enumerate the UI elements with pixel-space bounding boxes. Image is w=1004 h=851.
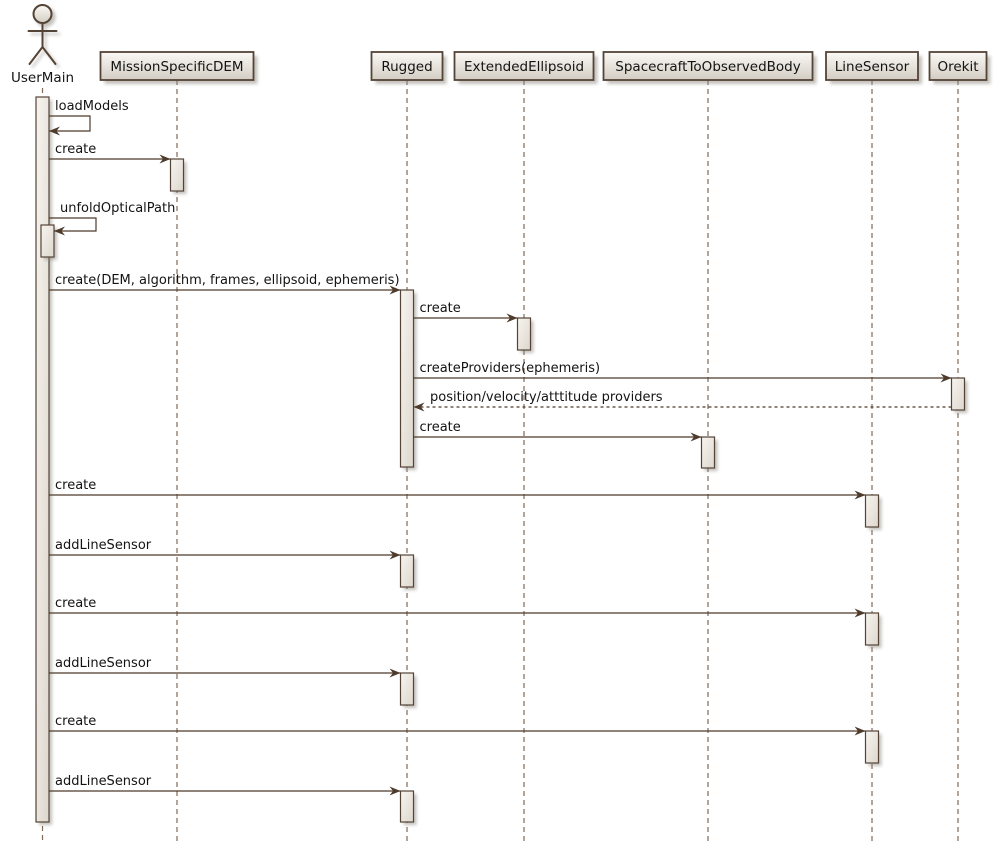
message-label: addLineSensor — [55, 538, 152, 553]
activation-bar-rugged — [399, 790, 415, 823]
activation-bar-linesensor — [864, 494, 880, 528]
activation-bar-orekit — [950, 377, 966, 411]
message-label: addLineSensor — [55, 656, 152, 671]
message-label: addLineSensor — [55, 774, 152, 789]
activation-bar-linesensor — [864, 730, 880, 764]
participant-box-linesensor — [825, 51, 919, 81]
arrowhead-icon — [389, 550, 401, 560]
participant-box-rugged — [370, 51, 444, 81]
message-label: create — [55, 142, 96, 157]
actor-body-icon — [27, 22, 58, 65]
actor-body-icon — [30, 25, 61, 68]
message-label: loadModels — [55, 99, 129, 114]
message-label: create — [55, 478, 96, 493]
message-solid: addLineSensor — [49, 538, 401, 560]
activations-layer — [35, 96, 968, 825]
arrowhead-icon — [389, 285, 401, 295]
lifelines-layer — [41, 80, 959, 842]
messages-layer: loadModels create unfoldOpticalPath create(… — [49, 99, 952, 796]
activation-bar-rugged — [399, 289, 415, 468]
arrowhead-icon — [389, 786, 401, 796]
message-solid: create(DEM, algorithm, frames, ellipsoid… — [49, 273, 401, 295]
message-solid: create — [413, 420, 702, 442]
message-label: create(DEM, algorithm, frames, ellipsoid… — [55, 273, 400, 288]
arrowhead-icon — [854, 608, 866, 618]
participant-label: Rugged — [381, 59, 432, 75]
message-label: createProviders(ephemeris) — [420, 361, 601, 376]
message-label: position/velocity/atttitude providers — [430, 390, 663, 405]
message-label: create — [420, 420, 461, 435]
arrowhead-icon — [159, 154, 171, 164]
message-label: unfoldOpticalPath — [60, 201, 175, 216]
actor-usermain: UserMain — [11, 4, 74, 86]
arrowhead-icon — [506, 313, 518, 323]
arrowhead-icon — [854, 490, 866, 500]
arrowhead-icon — [690, 432, 702, 442]
activation-bar-spacecrafttoobservedbody — [700, 436, 716, 469]
activation-bar-missionspecificdem — [169, 158, 185, 192]
message-solid: create — [49, 478, 866, 500]
activation-bar-extendedellipsoid — [516, 317, 532, 351]
self-message-line — [49, 115, 91, 132]
message-self: loadModels — [49, 99, 129, 136]
self-message-line — [49, 217, 97, 232]
message-solid: addLineSensor — [49, 656, 401, 678]
participant-label: Orekit — [937, 59, 978, 75]
message-label: create — [55, 596, 96, 611]
activation-bar-usermain — [35, 96, 50, 823]
arrowhead-icon — [389, 668, 401, 678]
message-label: create — [420, 301, 461, 316]
arrowhead-icon — [49, 126, 60, 136]
participant-label: ExtendedEllipsoid — [464, 59, 584, 75]
participant-box-extendedellipsoid — [453, 51, 595, 81]
message-solid: create — [49, 714, 866, 736]
actor-label: UserMain — [11, 70, 74, 86]
actor-head-icon — [32, 4, 53, 24]
activation-bar-rugged — [399, 672, 415, 706]
message-solid: create — [413, 301, 518, 323]
participants-layer: UserMain MissionSpecificDEM Rugged Extended… — [11, 4, 991, 86]
message-self: unfoldOpticalPath — [49, 201, 175, 236]
arrowhead-icon — [54, 226, 65, 236]
activation-bar-rugged — [399, 554, 415, 588]
arrowhead-icon — [413, 402, 425, 412]
participant-box-orekit — [928, 51, 988, 81]
arrowhead-icon — [854, 726, 866, 736]
participant-box-missionspecificdem — [99, 51, 255, 81]
message-solid: createProviders(ephemeris) — [413, 361, 952, 383]
arrowhead-icon — [940, 373, 952, 383]
message-solid: create — [49, 596, 866, 618]
participant-label: MissionSpecificDEM — [110, 59, 243, 75]
activation-bar-usermain — [40, 224, 55, 258]
participant-box-spacecrafttoobservedbody — [602, 51, 814, 81]
activation-bar-linesensor — [864, 612, 880, 646]
participant-label: SpacecraftToObservedBody — [615, 59, 800, 75]
message-return: position/velocity/atttitude providers — [413, 390, 952, 412]
message-solid: create — [49, 142, 171, 164]
participant-label: LineSensor — [835, 59, 910, 75]
message-label: create — [55, 714, 96, 729]
message-solid: addLineSensor — [49, 774, 401, 796]
